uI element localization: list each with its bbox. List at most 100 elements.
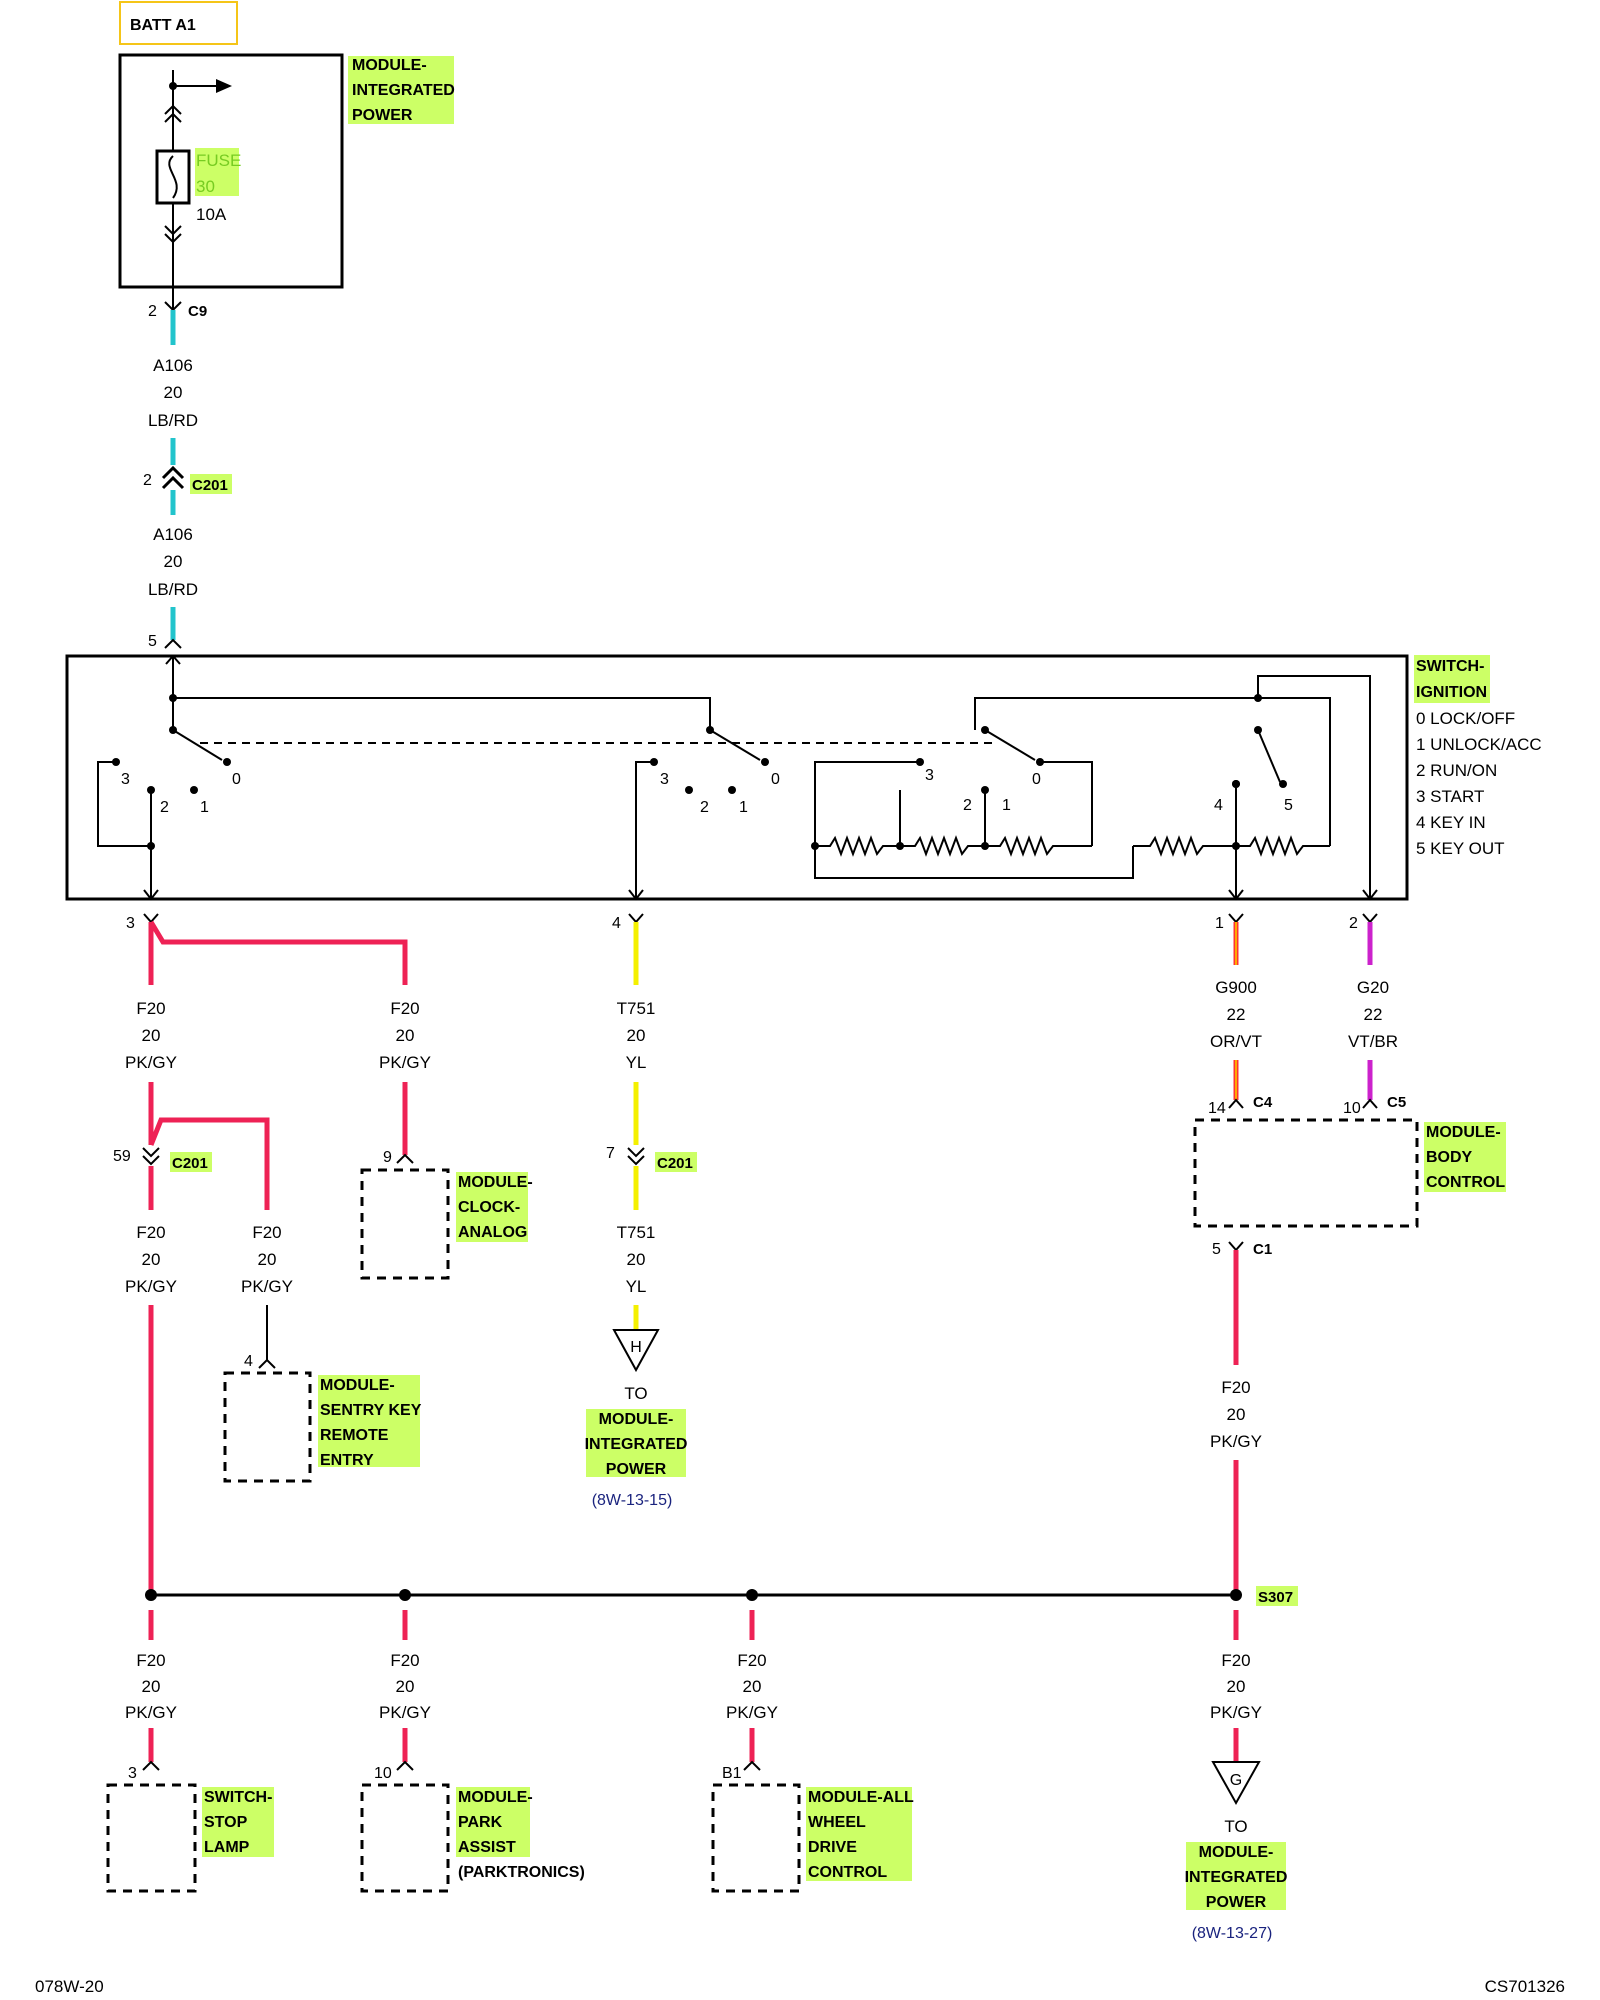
park-assist-pin: 10 xyxy=(374,1765,392,1782)
wire-f20-clock-branch xyxy=(148,920,408,985)
a106-color-1: LB/RD xyxy=(148,411,198,430)
switch-position-2: 2 RUN/ON xyxy=(1416,761,1497,780)
stop-lamp-box xyxy=(106,1783,197,1893)
sw1-contact-3: 3 xyxy=(121,771,130,788)
switch-position-1: 1 UNLOCK/ACC xyxy=(1416,735,1542,754)
awd-label-3: DRIVE xyxy=(808,1839,857,1856)
batt-label-box xyxy=(119,1,238,45)
bcm-label-2: BODY xyxy=(1426,1149,1473,1166)
switch-pin-5: 5 xyxy=(148,633,157,650)
sw2-contact-3: 3 xyxy=(660,771,669,788)
f20-circuit-e: F20 xyxy=(1221,1378,1250,1397)
g20-color: VT/BR xyxy=(1348,1032,1398,1051)
a106-gauge-1: 20 xyxy=(164,383,183,402)
f20-gauge-g: 20 xyxy=(396,1677,415,1696)
to-h-label-2: INTEGRATED xyxy=(585,1436,688,1453)
clock-label-1: MODULE- xyxy=(458,1174,533,1191)
f20-circuit-i: F20 xyxy=(1221,1651,1250,1670)
f20-circuit-g: F20 xyxy=(390,1651,419,1670)
out-pin-4: 4 xyxy=(612,915,621,932)
stop-lamp-label-2: STOP xyxy=(204,1814,248,1831)
c9-pin: 2 xyxy=(148,303,157,320)
g900-gauge: 22 xyxy=(1227,1005,1246,1024)
f20-color-c: PK/GY xyxy=(125,1277,177,1296)
to-g-label-2: INTEGRATED xyxy=(1185,1869,1288,1886)
t751-circuit-2: T751 xyxy=(617,1223,656,1242)
f20-color-d: PK/GY xyxy=(241,1277,293,1296)
bcm-c1-connector: C1 xyxy=(1253,1241,1272,1258)
batt-label: BATT A1 xyxy=(130,17,196,34)
f20-color-g: PK/GY xyxy=(379,1703,431,1722)
stop-lamp-pin: 3 xyxy=(128,1765,137,1782)
t751-circuit-1: T751 xyxy=(617,999,656,1018)
f20-circuit-c: F20 xyxy=(136,1223,165,1242)
f20-color-e: PK/GY xyxy=(1210,1432,1262,1451)
ignition-switch-label-2: IGNITION xyxy=(1416,684,1487,701)
awd-label-2: WHEEL xyxy=(808,1814,866,1831)
sw3-contact-3: 3 xyxy=(925,767,934,784)
bcm-label-3: CONTROL xyxy=(1426,1174,1505,1191)
f20-gauge-h: 20 xyxy=(743,1677,762,1696)
f20-color-b: PK/GY xyxy=(379,1053,431,1072)
c201-c-pin: 7 xyxy=(606,1145,615,1162)
awd-label-1: MODULE-ALL xyxy=(808,1789,914,1806)
fuse-name: FUSE xyxy=(196,151,241,170)
f20-color-i: PK/GY xyxy=(1210,1703,1262,1722)
f20-gauge-f: 20 xyxy=(142,1677,161,1696)
to-h-ref: (8W-13-15) xyxy=(592,1492,673,1509)
to-g-ref: (8W-13-27) xyxy=(1192,1925,1273,1942)
out-pin-1: 1 xyxy=(1215,915,1224,932)
to-g-label-1: MODULE- xyxy=(1199,1844,1274,1861)
t751-color-1: YL xyxy=(626,1053,647,1072)
sw4-contact-5: 5 xyxy=(1284,797,1293,814)
clock-module-box xyxy=(360,1168,450,1280)
to-g-label-3: POWER xyxy=(1206,1894,1267,1911)
awd-module-box xyxy=(711,1783,801,1893)
clock-label-3: ANALOG xyxy=(458,1224,527,1241)
bcm-c1-pin: 5 xyxy=(1212,1241,1221,1258)
sw1-contact-2: 2 xyxy=(160,799,169,816)
c201-c-connector: C201 xyxy=(657,1155,693,1172)
c201-a-connector: C201 xyxy=(192,477,228,494)
f20-circuit-a: F20 xyxy=(136,999,165,1018)
to-h-label-1: MODULE- xyxy=(599,1411,674,1428)
sw1-contact-1: 1 xyxy=(200,799,209,816)
awd-pin: B1 xyxy=(722,1765,742,1782)
g900-color: OR/VT xyxy=(1210,1032,1262,1051)
switch-position-3: 3 START xyxy=(1416,787,1484,806)
f20-circuit-b: F20 xyxy=(390,999,419,1018)
f20-circuit-h: F20 xyxy=(737,1651,766,1670)
c201-b-connector: C201 xyxy=(172,1155,208,1172)
out-pin-3: 3 xyxy=(126,915,135,932)
sentry-module-box xyxy=(223,1371,312,1483)
ignition-switch-label-1: SWITCH- xyxy=(1416,658,1484,675)
t751-color-2: YL xyxy=(626,1277,647,1296)
ignition-switch-box xyxy=(65,654,1409,901)
stop-lamp-label-3: LAMP xyxy=(204,1839,250,1856)
f20-gauge-b: 20 xyxy=(396,1026,415,1045)
sw2-contact-1: 1 xyxy=(739,799,748,816)
bcm-c4-connector: C4 xyxy=(1253,1094,1273,1111)
c9-connector: C9 xyxy=(188,303,207,320)
switch-position-4: 4 KEY IN xyxy=(1416,813,1486,832)
sw3-contact-2: 2 xyxy=(963,797,972,814)
switch-position-0: 0 LOCK/OFF xyxy=(1416,709,1515,728)
bcm-c4-pin: 14 xyxy=(1208,1100,1226,1117)
sw3-contact-0: 0 xyxy=(1032,771,1041,788)
sw3-contact-1: 1 xyxy=(1002,797,1011,814)
bcm-c5-connector: C5 xyxy=(1387,1094,1406,1111)
bcm-c5-pin: 10 xyxy=(1343,1100,1361,1117)
sw2-contact-2: 2 xyxy=(700,799,709,816)
park-assist-label-2: PARK xyxy=(458,1814,503,1831)
a106-circuit-2: A106 xyxy=(153,525,193,544)
sentry-pin: 4 xyxy=(244,1353,253,1370)
c201-a-pin: 2 xyxy=(143,472,152,489)
bcm-label-1: MODULE- xyxy=(1426,1124,1501,1141)
to-h-label-3: POWER xyxy=(606,1461,667,1478)
footer-right: CS701326 xyxy=(1485,1977,1565,1996)
fuse-number: 30 xyxy=(196,177,215,196)
a106-color-2: LB/RD xyxy=(148,580,198,599)
clock-label-2: CLOCK- xyxy=(458,1199,520,1216)
stop-lamp-label-1: SWITCH- xyxy=(204,1789,272,1806)
